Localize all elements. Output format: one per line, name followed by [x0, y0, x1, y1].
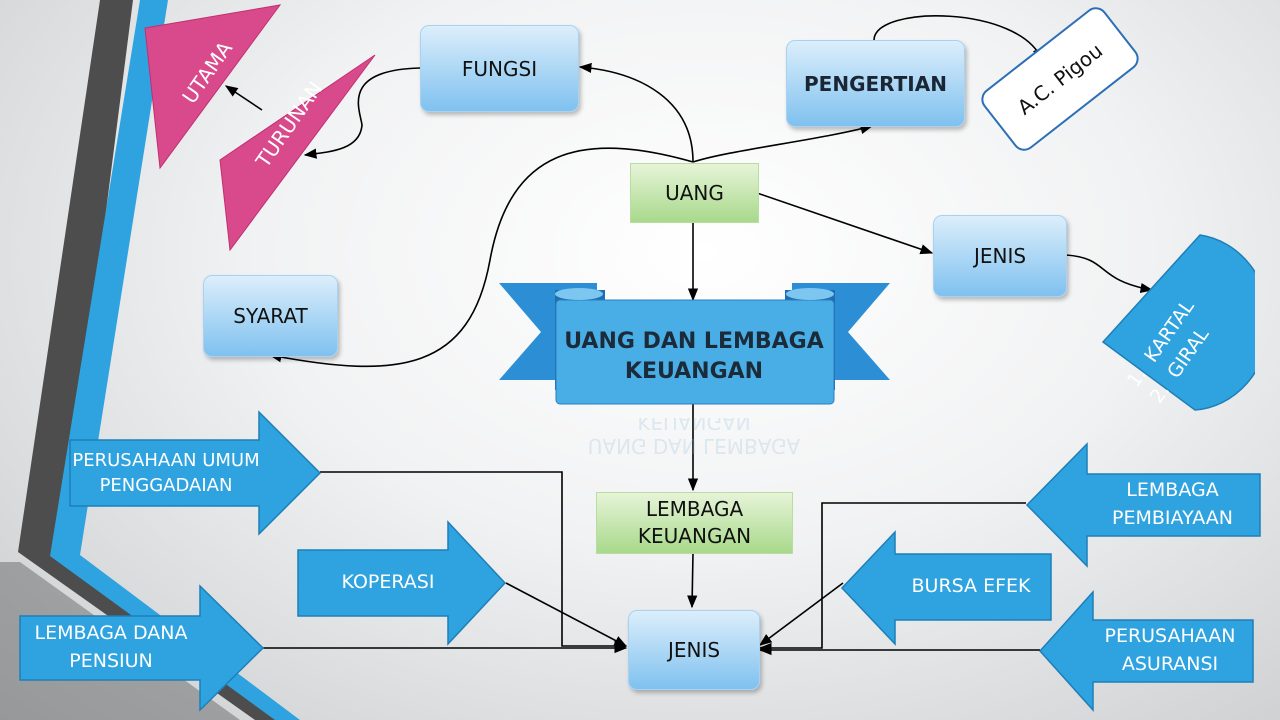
jenis-lembaga-label: JENIS — [667, 638, 721, 662]
pensiun-arrow-shape — [19, 584, 265, 712]
asuransi-arrow-shape — [1038, 590, 1254, 712]
fungsi-to-turunan-link — [303, 67, 421, 159]
lembaga-to-jenis-link — [687, 552, 698, 609]
fungsi-node[interactable]: FUNGSI — [420, 25, 579, 112]
koperasi-arrow-shape — [297, 520, 507, 646]
koperasi-to-jenis-link — [505, 582, 628, 647]
lembaga-keuangan-node[interactable]: LEMBAGA KEUANGAN — [596, 492, 793, 554]
uang-label: UANG — [665, 180, 724, 205]
bursa-arrow-shape — [840, 530, 1052, 646]
uang-to-fungsi-link — [578, 62, 694, 163]
banner-reflection: UANG DAN LEMBAGA KEUANGAN — [587, 418, 801, 458]
center-banner-shape — [499, 283, 890, 405]
uang-to-jenis-link — [756, 192, 934, 255]
pengertian-to-pigou-link — [873, 15, 1043, 62]
utama-triangle — [144, 4, 282, 170]
pegadaian-to-jenis-link — [320, 471, 628, 652]
koperasi-label: KOPERASI — [341, 571, 435, 594]
fungsi-label: FUNGSI — [461, 56, 538, 81]
bursa-efek-label: BURSA EFEK — [911, 575, 1031, 598]
pembiayaan-to-jenis-link — [758, 502, 1026, 654]
turunan-triangle — [219, 54, 376, 252]
pegadaian-arrow-shape — [69, 410, 322, 536]
triangle-group — [144, 4, 376, 252]
lembaga-keuangan-label: LEMBAGA KEUANGAN — [637, 497, 752, 548]
center-banner-title: UANG DAN LEMBAGA KEUANGAN — [564, 329, 824, 384]
asuransi-label: PERUSAHAAN ASURANSI — [1104, 625, 1236, 675]
turunan-to-utama-link — [224, 85, 263, 111]
bursa-to-jenis-link — [758, 582, 844, 646]
pembiayaan-label: LEMBAGA PEMBIAYAAN — [1112, 479, 1233, 529]
uang-node[interactable]: UANG — [630, 163, 759, 223]
syarat-node[interactable]: SYARAT — [203, 275, 338, 357]
jenis-uang-list-shape — [1101, 234, 1255, 411]
pengertian-label: PENGERTIAN — [804, 71, 947, 96]
jenis-uang-node[interactable]: JENIS — [933, 215, 1067, 297]
pensiun-label: LEMBAGA DANA PENSIUN — [34, 622, 188, 672]
uang-to-syarat-link — [268, 147, 694, 368]
syarat-label: SYARAT — [233, 304, 308, 328]
jenis-uang-label: JENIS — [973, 244, 1027, 268]
uang-to-pengertian-link — [692, 124, 874, 163]
jenis-lembaga-node[interactable]: JENIS — [628, 610, 760, 690]
pengertian-node[interactable]: PENGERTIAN — [786, 40, 965, 127]
pembiayaan-arrow-shape — [1025, 442, 1261, 568]
pegadaian-label: PERUSAHAAN UMUM PENGGADAIAN — [72, 449, 260, 496]
jenis-to-list-link — [1065, 254, 1154, 294]
